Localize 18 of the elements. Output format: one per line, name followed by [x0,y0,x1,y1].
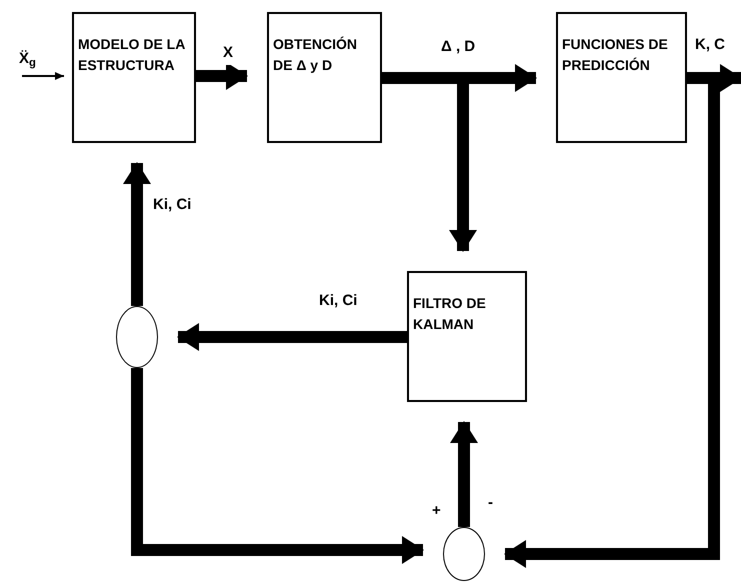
block-box [72,12,196,143]
summing-junction-circle [443,527,485,581]
block-label: FUNCIONES DE PREDICCIÓN [562,35,669,75]
block-box [556,12,687,143]
arrow [450,421,478,527]
block-label: MODELO DE LA ESTRUCTURA [78,35,186,75]
arrow [196,62,248,90]
block-box [267,12,382,143]
block-box [407,271,527,402]
sign-label: + [432,501,441,521]
arrow [131,368,424,564]
block-label: FILTRO DE KALMAN [413,294,487,334]
sign-label: - [488,493,493,513]
block-label: OBTENCIÓN DE Δ y D [273,35,358,75]
arrow [123,162,151,306]
arrow [22,72,64,80]
arrow [177,323,407,351]
edge-label: Ẍ$_{g}$ [18,48,37,70]
